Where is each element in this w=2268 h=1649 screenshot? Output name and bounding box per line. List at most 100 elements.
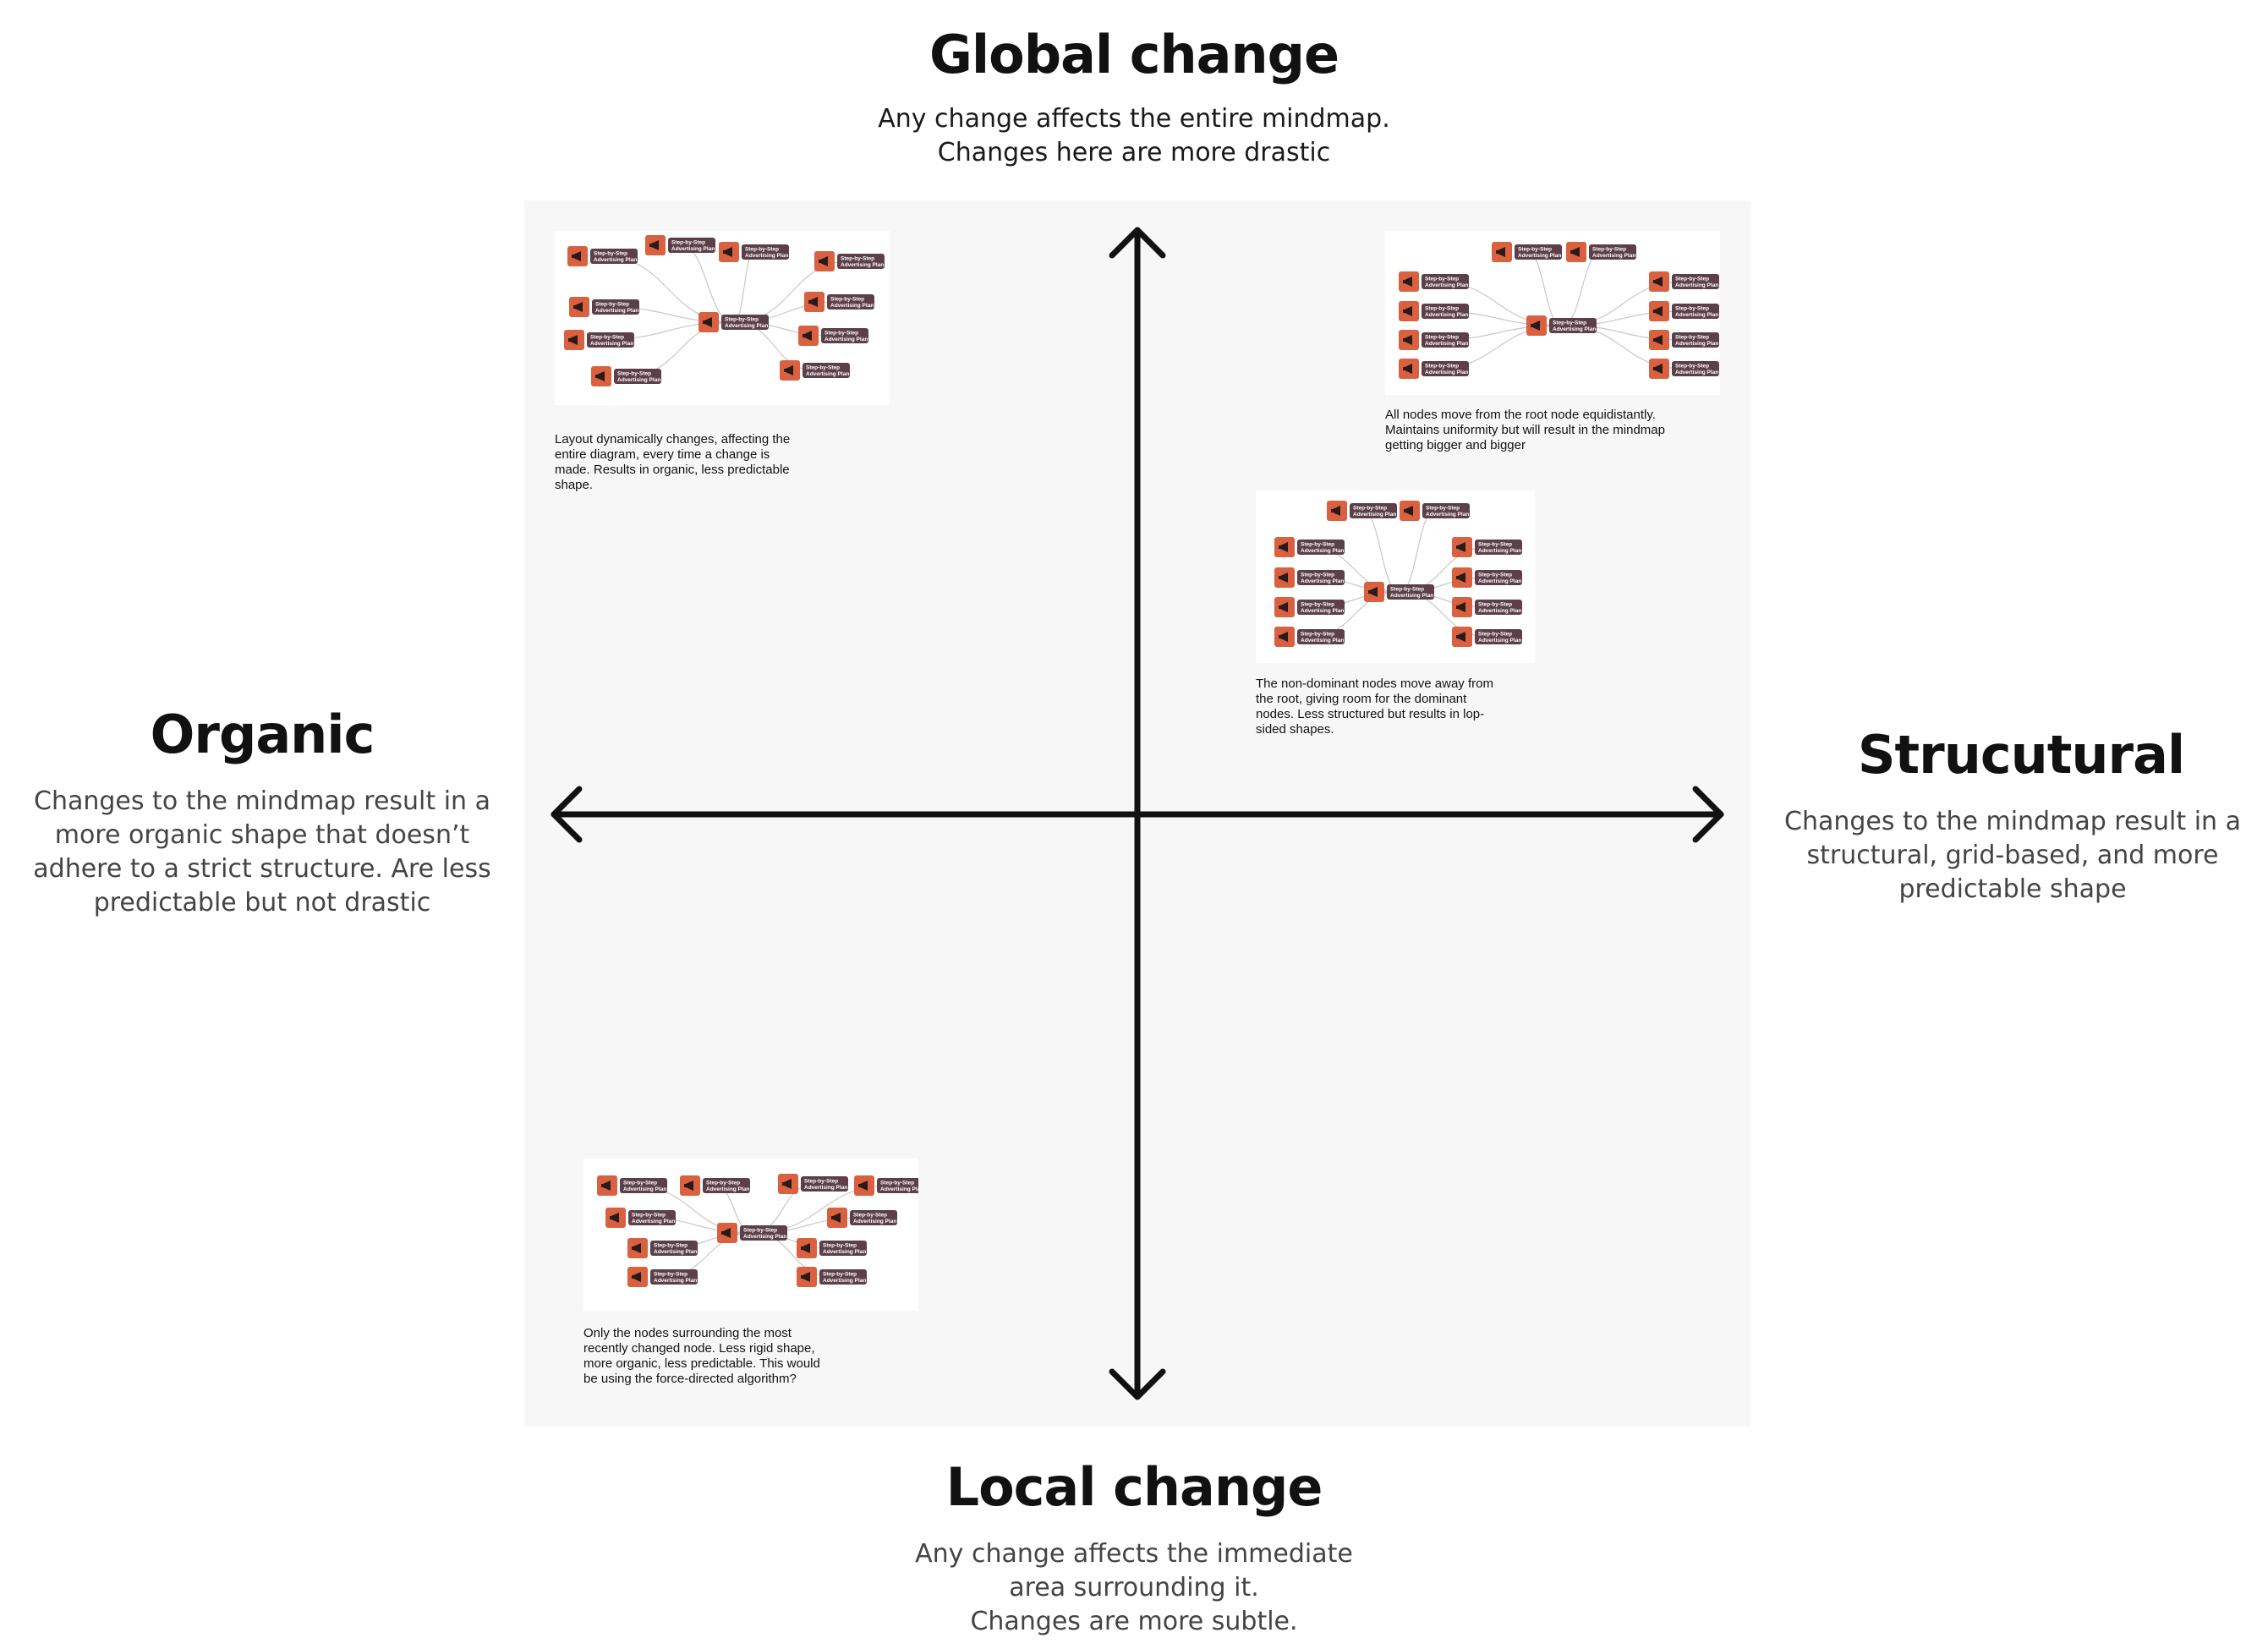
node-label-line: Step-by-Step [823,1243,857,1249]
node-label-box [668,238,715,253]
node-label-box [819,1241,867,1256]
node-label-box [1422,332,1469,348]
node-label-line: Step-by-Step [1478,632,1512,638]
node-label-line: Step-by-Step [1425,364,1459,370]
megaphone-handle [1279,635,1281,638]
node-label-box [650,1269,698,1285]
node-label-line: Advertising Plan [1553,326,1596,332]
megaphone-handle [1368,590,1371,594]
node-label-line: Step-by-Step [1478,602,1512,608]
node-label-line: Advertising Plan [1425,341,1468,347]
node-label-line: Advertising Plan [823,1249,866,1255]
arrowhead-icon [1109,227,1166,259]
node-label-line: Step-by-Step [1675,364,1709,370]
caption-line: the root, giving room for the dominant [1256,692,1467,706]
axis-description-structural: Changes to the mindmap result in a struc… [1767,805,2258,907]
description-line: more organic shape that doesn’t [54,820,470,850]
megaphone-handle [1403,280,1405,283]
megaphone-glyph [573,251,581,261]
example-caption: The non-dominant nodes move away from th… [1256,677,1543,737]
example-caption: Layout dynamically changes, affecting th… [555,432,859,493]
megaphone-glyph [820,256,828,266]
node-label-box [1350,503,1397,518]
description-line: Any change affects the immediate [915,1539,1353,1569]
caption-line: shape. [555,478,594,492]
node-label-line: Step-by-Step [590,335,624,341]
description-line: predictable shape [1898,874,2127,904]
megaphone-handle [1653,280,1656,283]
node-label-line: Step-by-Step [1301,602,1334,608]
node-label-box [628,1210,676,1225]
node-label-line: Step-by-Step [617,371,651,377]
description-line: Changes to the mindmap result in a [34,786,490,816]
megaphone-glyph [611,1213,619,1223]
axis-title-local-change: Local change [945,1456,1323,1518]
axis-description-global-change: Any change affects the entire mindmap. C… [796,102,1472,170]
node-label-line: Advertising Plan [880,1186,918,1192]
node-label-line: Advertising Plan [594,257,637,263]
megaphone-handle [1404,509,1406,512]
megaphone-handle [1653,310,1656,313]
megaphone-handle [1456,605,1459,609]
node-label-box [821,328,868,343]
node-label-box [1475,540,1522,555]
megaphone-glyph [1405,306,1412,316]
megaphone-glyph [704,317,712,327]
node-label-box [803,363,850,378]
node-label-box [1422,361,1469,376]
node-label-box [742,244,789,260]
megaphone-glyph [1370,587,1378,597]
node-label-line: Advertising Plan [823,1278,866,1284]
node-label-line: Advertising Plan [1301,608,1344,614]
mindmap-connector [1561,251,1602,326]
axis-title-structural: Strucutural [1857,724,2185,786]
description-line: Changes are more subtle. [970,1607,1298,1636]
megaphone-glyph [1458,602,1465,612]
node-label-line: Advertising Plan [806,371,849,377]
node-label-line: Advertising Plan [853,1219,896,1224]
mindmap-connector [1526,251,1563,326]
caption-line: All nodes move from the root node equidi… [1385,408,1656,422]
node-label-box [703,1178,750,1193]
megaphone-handle [572,255,574,258]
megaphone-handle [649,244,652,247]
megaphone-glyph [1405,506,1413,516]
node-label-box [837,254,885,269]
megaphone-glyph [804,331,812,341]
node-label-line: Step-by-Step [1301,632,1334,638]
node-label-line: Advertising Plan [1425,312,1468,318]
megaphone-glyph [1280,602,1288,612]
megaphone-handle [595,375,598,378]
megaphone-handle [1279,545,1281,549]
megaphone-glyph [1655,306,1663,316]
megaphone-glyph [723,1228,731,1238]
megaphone-glyph [570,335,578,345]
description-line: Changes to the mindmap result in a [1784,807,2241,836]
node-label-box [877,1178,918,1193]
node-label-line: Step-by-Step [743,1228,777,1234]
caption-line: entire diagram, every time a change is [555,447,770,462]
node-label-line: Step-by-Step [706,1181,740,1186]
node-label-box [614,369,661,384]
node-label-line: Step-by-Step [824,331,858,337]
node-label-line: Advertising Plan [824,337,868,342]
megaphone-glyph [597,371,605,381]
megaphone-glyph [1333,506,1340,516]
caption-line: made. Results in organic, less predictab… [555,463,790,477]
